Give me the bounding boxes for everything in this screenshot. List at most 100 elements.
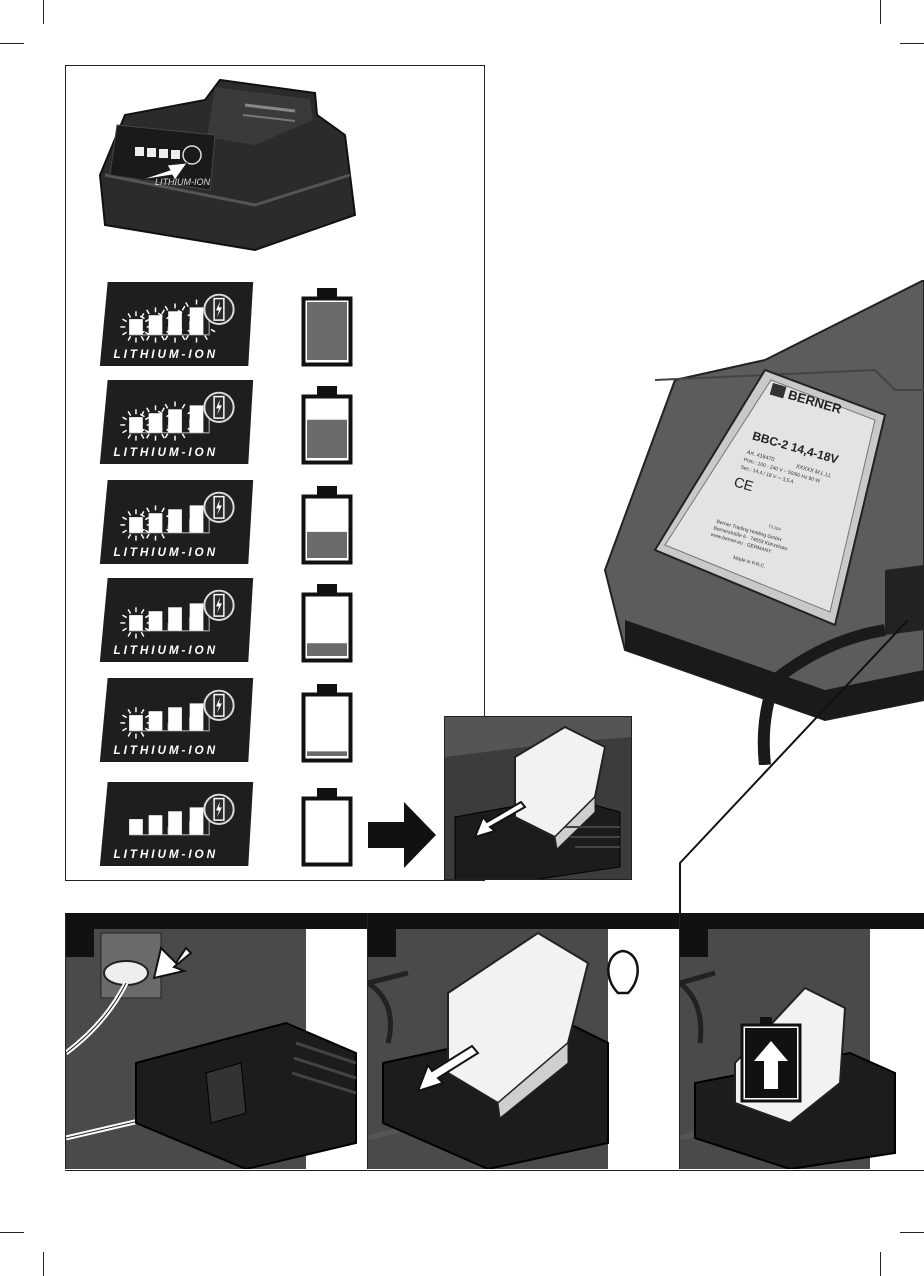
blink-ray	[127, 335, 132, 341]
charger-icon: BERNER BBC-2 14,4-18V Art. 416470 XXXXX …	[603, 280, 924, 765]
led-segment	[148, 413, 163, 433]
battery-fill	[307, 751, 347, 756]
led-segment	[148, 815, 163, 835]
blink-ray	[161, 433, 165, 439]
led-indicator-panel: LITHIUM-ION	[99, 480, 254, 564]
blink-ray	[140, 533, 145, 539]
arrow-right-icon	[368, 802, 436, 868]
blink-ray	[127, 411, 132, 416]
blink-ray	[140, 335, 145, 341]
blink-ray	[122, 714, 128, 719]
blink-ray	[122, 727, 128, 732]
blink-ray	[181, 305, 186, 311]
blink-ray	[146, 433, 150, 439]
led-indicator-panel: LITHIUM-ION	[99, 380, 254, 464]
blink-ray	[164, 403, 169, 409]
crop-mark	[0, 43, 24, 44]
pack-label: LITHIUM-ION	[114, 348, 219, 361]
led-segment	[129, 517, 143, 533]
blink-ray	[139, 513, 145, 518]
led-segment	[189, 603, 204, 631]
blink-ray	[204, 335, 208, 341]
blink-ray	[157, 329, 163, 334]
led-indicator-panel: LITHIUM-ION	[99, 282, 254, 366]
blink-ray	[122, 529, 128, 534]
blink-ray	[140, 731, 145, 737]
led-segment	[129, 319, 143, 335]
blink-ray	[146, 407, 150, 413]
battery-level-icon	[301, 386, 353, 465]
blink-ray	[140, 631, 145, 637]
blink-ray	[139, 413, 145, 418]
blink-ray	[140, 609, 145, 614]
blink-ray	[146, 309, 150, 315]
battery-level-icon	[301, 584, 353, 663]
led-segment	[129, 715, 143, 731]
blink-ray	[127, 433, 132, 439]
blink-ray	[146, 335, 150, 341]
blink-ray	[139, 330, 145, 335]
blink-ray	[146, 533, 150, 539]
blink-ray	[181, 335, 186, 341]
blink-ray	[181, 433, 186, 439]
blink-ray	[127, 533, 132, 539]
step-charging	[679, 913, 924, 1169]
pack-label: LITHIUM-ION	[114, 848, 219, 861]
blink-ray	[127, 731, 132, 737]
lightbulb-icon	[607, 949, 639, 995]
pack-label: LITHIUM-ION	[114, 446, 219, 459]
battery-level-icon	[301, 486, 353, 565]
blink-ray	[140, 709, 145, 714]
blink-ray	[177, 328, 183, 333]
led-segment	[168, 707, 182, 731]
blink-ray	[161, 507, 165, 513]
blink-ray	[122, 429, 128, 434]
blink-ray	[164, 305, 169, 311]
blink-ray	[161, 309, 165, 315]
blink-ray	[127, 609, 132, 614]
ce-mark: CE	[732, 473, 755, 494]
led-segment	[189, 307, 204, 335]
battery-fill	[307, 302, 347, 360]
blink-ray	[210, 328, 216, 333]
pack-label: LITHIUM-ION	[114, 644, 219, 657]
blink-ray	[127, 631, 132, 637]
step-plug-in	[65, 913, 368, 1169]
blink-ray	[122, 627, 128, 632]
led-segment	[168, 311, 182, 335]
blink-ray	[164, 335, 169, 341]
blink-ray	[177, 309, 183, 314]
led-segment	[189, 505, 204, 533]
blink-ray	[161, 335, 165, 341]
led-segment	[168, 607, 182, 631]
led-segment	[129, 819, 143, 835]
battery-fill	[307, 643, 347, 656]
blink-ray	[127, 313, 132, 318]
fuse-rating: T3.15A	[768, 523, 782, 531]
led-segment	[148, 611, 163, 631]
blink-ray	[157, 427, 163, 432]
led-segment	[148, 513, 163, 533]
blink-ray	[146, 507, 150, 513]
battery-level-icon	[301, 288, 353, 367]
plug-icon	[152, 946, 193, 980]
led-indicator-panel: LITHIUM-ION	[99, 578, 254, 662]
crop-mark	[43, 1252, 44, 1276]
blink-ray	[139, 428, 145, 433]
pack-label: LITHIUM-ION	[114, 744, 219, 757]
pack-label: LITHIUM-ION	[114, 546, 219, 559]
crop-mark	[880, 1252, 881, 1276]
crop-mark	[43, 0, 44, 24]
steps-strip	[65, 913, 924, 1171]
blink-ray	[140, 433, 145, 439]
blink-ray	[139, 315, 145, 320]
blink-ray	[161, 533, 165, 539]
battery-pack-icon: LITHIUM-ION	[98, 78, 357, 252]
blink-ray	[157, 410, 163, 415]
crop-mark	[0, 1232, 24, 1233]
blink-ray	[185, 335, 189, 341]
battery-level-icon	[301, 788, 353, 867]
crop-mark	[880, 0, 881, 24]
blink-ray	[122, 614, 128, 619]
blink-ray	[181, 403, 186, 409]
